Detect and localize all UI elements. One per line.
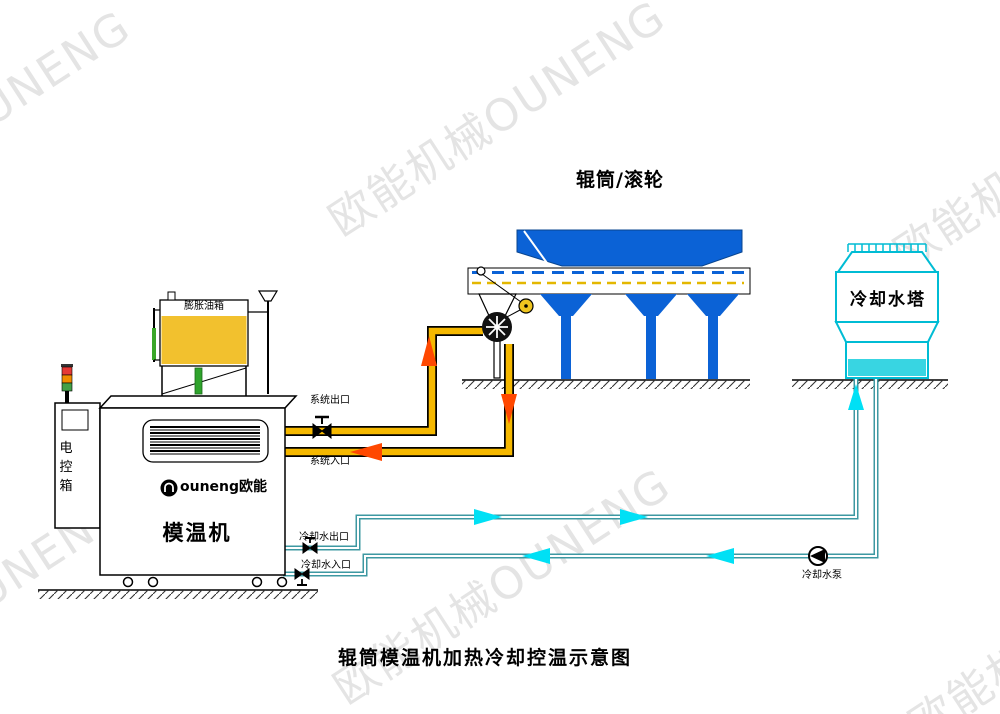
roller-title: 辊筒/滚轮 bbox=[576, 169, 664, 191]
hot-flow-up-arrow bbox=[421, 336, 437, 366]
roller-machine-shape bbox=[467, 229, 751, 379]
vent-grille-icon bbox=[142, 419, 269, 463]
mold-temp-machine-shape bbox=[54, 290, 298, 588]
hot-flow-down-arrow bbox=[501, 394, 517, 424]
flow-arrows bbox=[350, 336, 864, 564]
cool-flow-left-arrow bbox=[522, 548, 550, 564]
cooling-pump-label: 冷却水泵 bbox=[802, 570, 842, 581]
ground-hatching bbox=[38, 379, 948, 599]
cool-flow-up-arrow bbox=[848, 384, 864, 410]
system-outlet-label: 系统出口 bbox=[310, 395, 350, 406]
cool-flow-right-arrow bbox=[474, 509, 502, 525]
cooling-pump-symbol bbox=[808, 546, 828, 566]
expansion-tank-label: 膨胀油箱 bbox=[184, 301, 224, 312]
cooling-inlet-label: 冷却水入口 bbox=[301, 560, 351, 571]
cooling-outlet-label: 冷却水出口 bbox=[299, 532, 349, 543]
cooling-water-pipes bbox=[283, 379, 879, 577]
cool-flow-left-arrow bbox=[706, 548, 734, 564]
cool-flow-right-arrow bbox=[620, 509, 648, 525]
brand-label: ouneng欧能 bbox=[180, 479, 268, 495]
oil-fill-funnel-icon bbox=[248, 290, 279, 394]
system-inlet-label: 系统入口 bbox=[310, 456, 350, 467]
small-pulley-icon bbox=[476, 266, 486, 276]
roller-wheel-icon bbox=[482, 312, 512, 342]
caster-wheels-icon bbox=[122, 576, 288, 588]
cooling-outlet-valve-icon bbox=[302, 537, 318, 554]
cooling-inlet-valve-icon bbox=[294, 568, 310, 586]
hot-flow-left-arrow bbox=[350, 443, 382, 461]
machine-name-label: 模温机 bbox=[162, 521, 232, 545]
signal-tower-icon bbox=[61, 364, 73, 403]
yellow-pulley-icon bbox=[518, 298, 534, 314]
cooling-tower-label: 冷却水塔 bbox=[850, 290, 926, 310]
expansion-tank-shape bbox=[152, 291, 249, 367]
control-box-label: 电控箱 bbox=[59, 441, 73, 494]
system-outlet-valve-icon bbox=[312, 415, 332, 440]
pipe-valves bbox=[294, 415, 332, 586]
cooling-tower-shape bbox=[834, 243, 940, 379]
diagram-caption: 辊筒模温机加热冷却控温示意图 bbox=[337, 647, 632, 669]
brand-logo-icon bbox=[160, 479, 178, 497]
